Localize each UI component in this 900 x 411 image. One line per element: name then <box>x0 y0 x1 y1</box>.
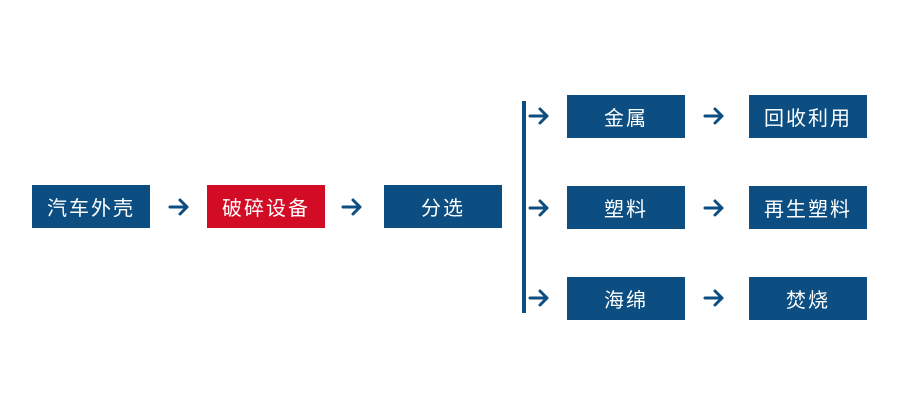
node-recycled-plastic-label: 再生塑料 <box>764 197 852 221</box>
node-plastic-label: 塑料 <box>604 197 648 221</box>
arrow-right-icon <box>168 196 190 218</box>
node-crushing-equipment-label: 破碎设备 <box>222 196 310 220</box>
node-plastic: 塑料 <box>567 186 685 229</box>
node-sorting: 分选 <box>384 185 502 228</box>
node-car-shell: 汽车外壳 <box>32 185 150 228</box>
node-crushing-equipment: 破碎设备 <box>207 185 325 228</box>
node-recycling-label: 回收利用 <box>764 106 852 130</box>
node-incineration: 焚烧 <box>749 277 867 320</box>
node-incineration-label: 焚烧 <box>786 288 830 312</box>
arrow-right-icon <box>528 287 550 309</box>
node-metal-label: 金属 <box>604 106 648 130</box>
arrow-right-icon <box>703 105 725 127</box>
arrow-right-icon <box>703 197 725 219</box>
arrow-right-icon <box>703 287 725 309</box>
node-sponge-label: 海绵 <box>604 288 648 312</box>
node-car-shell-label: 汽车外壳 <box>47 196 135 220</box>
node-recycled-plastic: 再生塑料 <box>749 186 867 229</box>
node-metal: 金属 <box>567 95 685 138</box>
arrow-right-icon <box>528 197 550 219</box>
node-sorting-label: 分选 <box>421 196 465 220</box>
arrow-right-icon <box>341 196 363 218</box>
node-sponge: 海绵 <box>567 277 685 320</box>
branch-splitter-bar <box>522 101 526 313</box>
node-recycling: 回收利用 <box>749 95 867 138</box>
arrow-right-icon <box>528 105 550 127</box>
